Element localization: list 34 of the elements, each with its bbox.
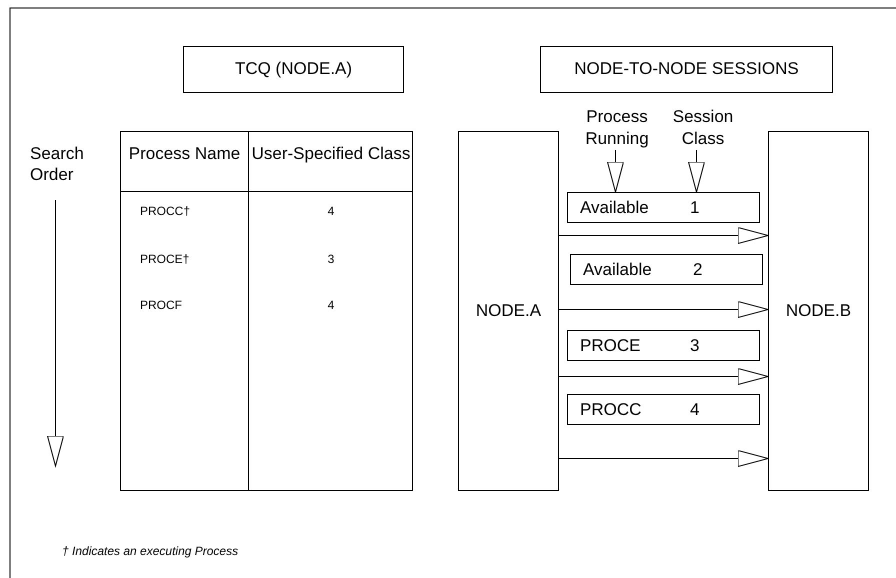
node-box: NODE.A [458, 131, 559, 491]
arrow [558, 450, 768, 467]
process-name: PROCC† [140, 204, 192, 219]
footnote: † Indicates an executing Process [62, 544, 240, 559]
arrow [558, 301, 768, 318]
column-heading: Session Class [662, 106, 744, 150]
column-header: User-Specified Class [250, 143, 412, 164]
session-box [567, 330, 760, 361]
session-process: Available [583, 260, 653, 280]
class-value: 4 [326, 204, 336, 219]
session-class: 4 [690, 400, 700, 420]
class-value: 3 [326, 252, 336, 267]
column-header: Process Name [128, 143, 242, 164]
arrow [558, 368, 768, 385]
arrow [558, 227, 768, 244]
column-heading: Process Running [576, 106, 658, 150]
session-process: PROCE [580, 336, 642, 356]
class-value: 4 [326, 298, 336, 313]
session-class: 1 [690, 198, 700, 218]
session-box [570, 254, 763, 285]
process-name: PROCE† [140, 252, 190, 267]
arrow [607, 150, 624, 192]
session-process: Available [580, 198, 650, 218]
arrow [688, 150, 705, 192]
session-process: PROCC [580, 400, 642, 420]
axis-label: Search Order [30, 143, 85, 186]
session-class: 2 [693, 260, 702, 280]
process-name: PROCF [140, 298, 183, 313]
node-box: NODE.B [768, 131, 869, 491]
session-class: 3 [690, 336, 700, 356]
title-box: TCQ (NODE.A) [183, 46, 404, 93]
title-box: NODE-TO-NODE SESSIONS [540, 46, 833, 93]
session-box [567, 192, 760, 223]
session-box [567, 394, 760, 425]
